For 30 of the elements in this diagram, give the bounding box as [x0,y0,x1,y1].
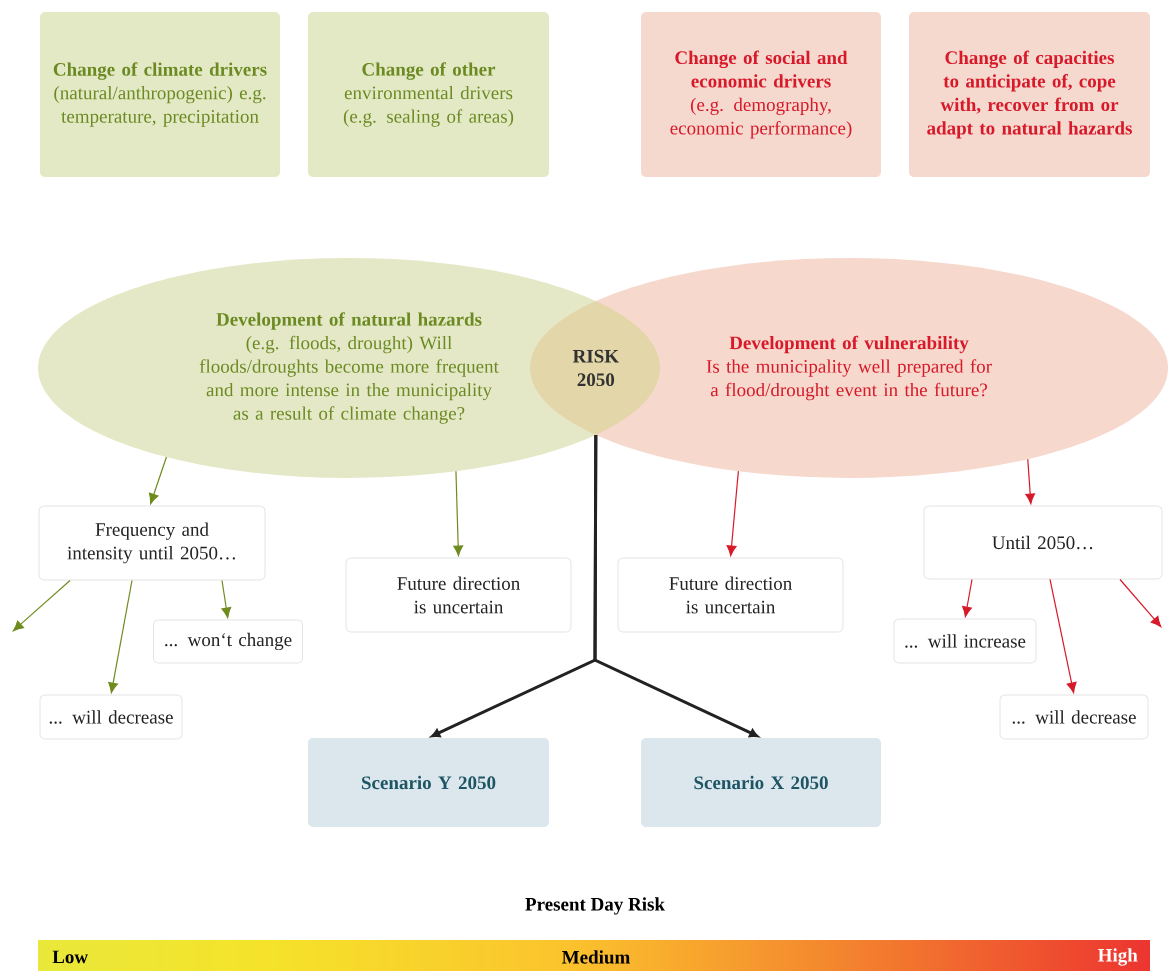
arrow [108,579,133,694]
scale-label: Low [52,950,88,964]
driver-box: Change of social and economic drivers (e.g. demography, economic performance) [641,12,881,177]
risk-overlap: RISK 2050 [530,301,660,435]
arrow [12,579,71,632]
scale-label: Medium [562,950,630,964]
outcome-box: Future direction is uncertain [345,557,572,633]
arrow [1119,578,1162,628]
arrow [593,434,759,738]
outcome-box: ... will decrease [39,694,183,740]
scenario-box: Scenario Y 2050 [308,738,549,827]
driver-box: Change of climate drivers (natural/anthropogenic) e.g. temperature, precipitation [40,12,280,177]
driver-box: Change of capacities to anticipate of, cope with, recover from or adapt to natural hazards [909,12,1150,177]
outcome-box: Until 2050… [923,505,1163,580]
arrow [453,470,464,557]
outcome-box: ... will increase [893,618,1037,664]
driver-box: Change of other environmental drivers (e.g. sealing of areas) [308,12,549,177]
arrow [1025,458,1036,505]
outcome-box: ... won‘t change [153,619,303,664]
arrow [221,579,232,619]
outcome-box: Future direction is uncertain [617,557,844,633]
outcome-box: Frequency and intensity until 2050… [38,505,266,581]
scale-title: Present Day Risk [525,897,665,915]
arrow [1049,578,1077,694]
arrow [726,470,739,557]
scale-label: High [1098,948,1138,966]
arrow [148,456,168,505]
outcome-box: ... will decrease [999,694,1149,740]
arrow [962,578,973,618]
scenario-box: Scenario X 2050 [641,738,881,827]
